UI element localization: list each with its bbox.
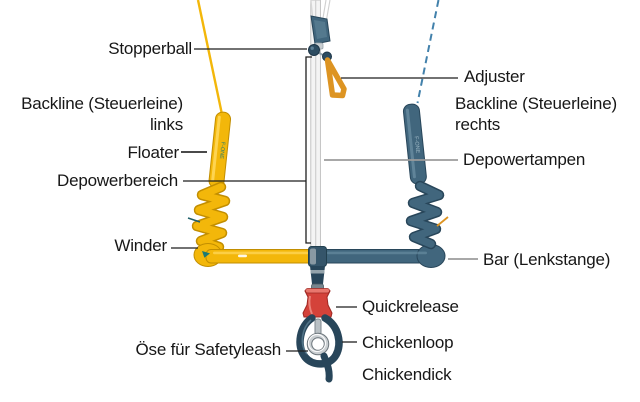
label-chickendick: Chickendick [362,365,452,384]
stopperball-ball [308,44,332,62]
right-backline-line [416,0,440,104]
label-stopperball: Stopperball [108,39,192,58]
label-oese-fuer-safetyleash: Öse für Safetyleash [135,340,282,359]
label-depowertampen: Depowertampen [463,150,586,169]
adjuster-strap [324,57,347,99]
bar-center-piece [308,246,327,292]
label-backline-links-line1: Backline (Steuerleine) [21,94,183,113]
right-float: F-ONE [402,103,427,185]
label-chickenloop: Chickenloop [362,333,454,352]
safetyleash-ring [306,318,330,356]
right-float-brand-text: F-ONE [413,136,421,154]
label-depowerbereich: Depowerbereich [57,171,178,190]
bar-left [193,243,317,267]
right-winder [405,180,449,250]
left-line-end [187,217,201,223]
left-backline-line [196,0,223,113]
label-backline-links: Backline (Steuerleine) links [21,93,183,135]
left-float: F-ONE [208,111,232,189]
left-winder [187,181,231,253]
label-backline-rechts: Backline (Steuerleine) rechts [455,93,617,135]
label-bar-lenkstange: Bar (Lenkstange) [483,250,611,269]
depower-bracket [305,56,312,244]
label-floater: Floater [127,143,179,162]
chickendick-finger [320,352,333,383]
label-backline-links-line2: links [149,115,183,134]
label-quickrelease: Quickrelease [362,297,459,316]
bar-right [319,244,446,268]
right-line-end [436,216,449,227]
quickrelease-body [302,288,333,318]
label-backline-rechts-line2: rechts [455,115,501,134]
bar-end-logo [202,251,210,258]
label-backline-rechts-line1: Backline (Steuerleine) [455,94,617,113]
label-adjuster: Adjuster [464,67,525,86]
left-float-brand-text: F-ONE [218,141,226,159]
label-winder: Winder [114,236,167,255]
